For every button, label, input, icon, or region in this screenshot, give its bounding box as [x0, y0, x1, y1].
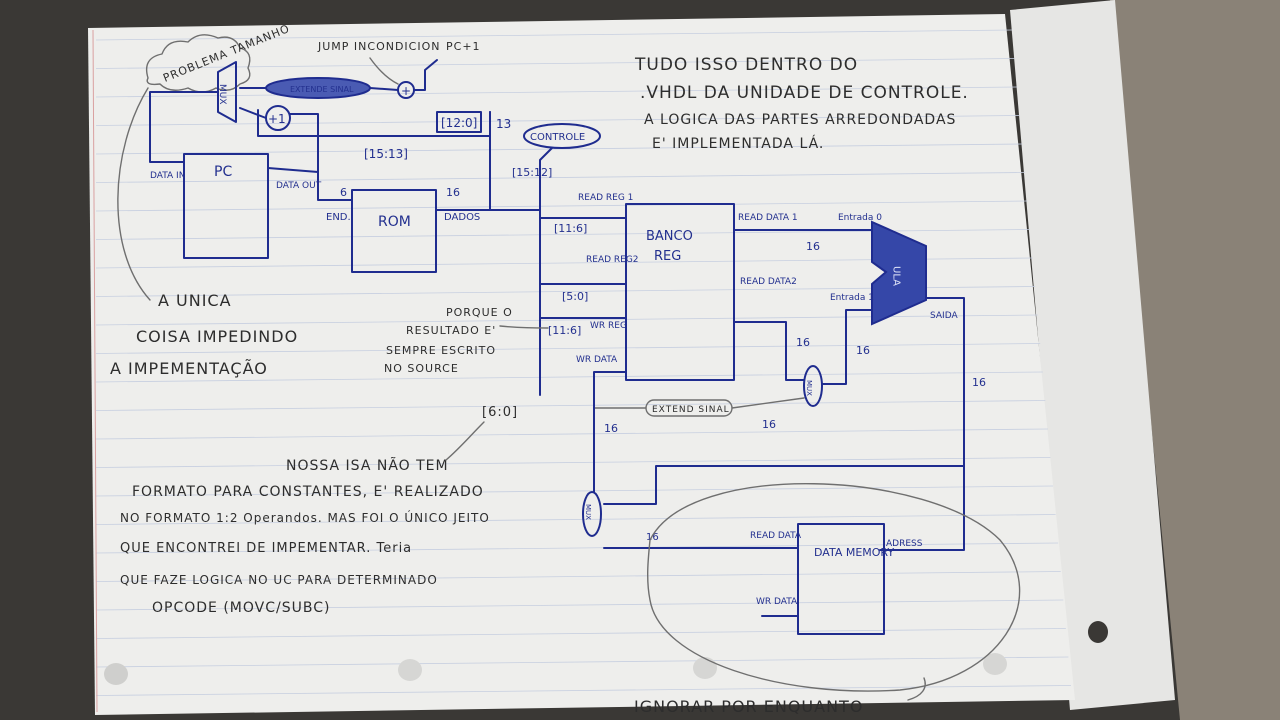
jump-label: JUMP INCONDICION: [317, 40, 440, 53]
dados-label: DADOS: [444, 212, 480, 223]
note-line: A IMPEMENTAÇÃO: [110, 359, 268, 378]
bits-15-13: [15:13]: [364, 147, 408, 161]
width-6: 6: [340, 186, 347, 199]
read-data-label: READ DATA: [750, 531, 802, 541]
width-16-wb: 16: [604, 422, 618, 435]
wr-reg-label: WR REG: [590, 321, 627, 331]
data-in-label: DATA IN: [150, 171, 185, 181]
width-16-rom: 16: [446, 186, 460, 199]
data-out-label: DATA OUT: [276, 181, 322, 191]
note-line: QUE FAZE LOGICA NO UC PARA DETERMINADO: [120, 573, 438, 587]
note-line: .VHDL DA UNIDADE DE CONTROLE.: [640, 83, 969, 103]
data-memory-label: DATA MEMORY: [814, 546, 894, 559]
bits-6-0: [6:0]: [482, 405, 518, 420]
adder-plus: +: [401, 84, 411, 98]
sign-extend-label: EXTENDE SINAL: [290, 85, 354, 94]
adress-label: ADRESS: [886, 539, 923, 549]
note-line: NO FORMATO 1:2 Operandos. MAS FOI O ÚNIC…: [120, 510, 490, 525]
width-16-alu-out: 16: [972, 376, 986, 389]
saida-label: SAIDA: [930, 311, 958, 321]
note-line: RESULTADO E': [406, 324, 496, 337]
plus-one-label: +1: [268, 112, 286, 126]
binder-hole-right: [1088, 621, 1108, 643]
reg-label: REG: [654, 249, 681, 264]
note-line: QUE ENCONTREI DE IMPEMENTAR. Teria: [120, 541, 412, 556]
alu-label: ULA: [891, 266, 902, 286]
note-line: A LOGICA DAS PARTES ARREDONDADAS: [644, 112, 956, 128]
end-label: END.: [326, 212, 351, 223]
note-line: PORQUE O: [446, 306, 513, 319]
width-16-rd2: 16: [796, 336, 810, 349]
bits-11-6a: [11:6]: [554, 222, 587, 235]
writeback-mux-label: MUX: [584, 504, 592, 520]
width-16-alu-in: 16: [856, 344, 870, 357]
pc-plus-label: PC+1: [446, 40, 481, 53]
note-line: NO SOURCE: [384, 362, 459, 375]
note-line: FORMATO PARA CONSTANTES, E' REALIZADO: [132, 484, 484, 500]
width-16-rd1: 16: [806, 240, 820, 253]
note-line: A UNICA: [158, 291, 232, 310]
read-data1-label: READ DATA 1: [738, 213, 798, 223]
entrada1-label: Entrada 1: [830, 293, 874, 303]
read-reg1-label: READ REG 1: [578, 193, 633, 203]
width-13: 13: [496, 117, 511, 131]
note-line: OPCODE (MOVC/SUBC): [152, 600, 330, 616]
read-reg2-label: READ REG2: [586, 255, 639, 265]
note-line: NOSSA ISA NÃO TEM: [286, 457, 449, 474]
note-line: E' IMPLEMENTADA LÁ.: [652, 135, 824, 152]
mux-label: MUX: [217, 84, 227, 105]
pc-label: PC: [214, 164, 232, 180]
note-line: SEMPRE ESCRITO: [386, 344, 496, 357]
alu-mux-label: MUX: [805, 380, 813, 396]
bits-12-0: [12:0]: [441, 116, 477, 130]
width-16-imm: 16: [762, 418, 776, 431]
width-16-mem: 16: [646, 532, 659, 543]
bits-15-12: [15:12]: [512, 166, 552, 179]
wr-data-label: WR DATA: [576, 355, 618, 365]
bits-11-6b: [11:6]: [548, 324, 581, 337]
extend-sinal-label: EXTEND SINAL: [652, 405, 730, 415]
bits-5-0: [5:0]: [562, 290, 588, 303]
note-line: TUDO ISSO DENTRO DO: [634, 55, 858, 75]
ignore-label: IGNORAR POR ENQUANTO: [634, 697, 863, 716]
rom-label: ROM: [378, 214, 411, 230]
controle-label: CONTROLE: [530, 132, 585, 143]
banco-label: BANCO: [646, 229, 693, 244]
read-data2-label: READ DATA2: [740, 277, 797, 287]
entrada0-label: Entrada 0: [838, 213, 882, 223]
wr-data2-label: WR DATA: [756, 597, 798, 607]
note-line: COISA IMPEDINDO: [136, 327, 298, 346]
